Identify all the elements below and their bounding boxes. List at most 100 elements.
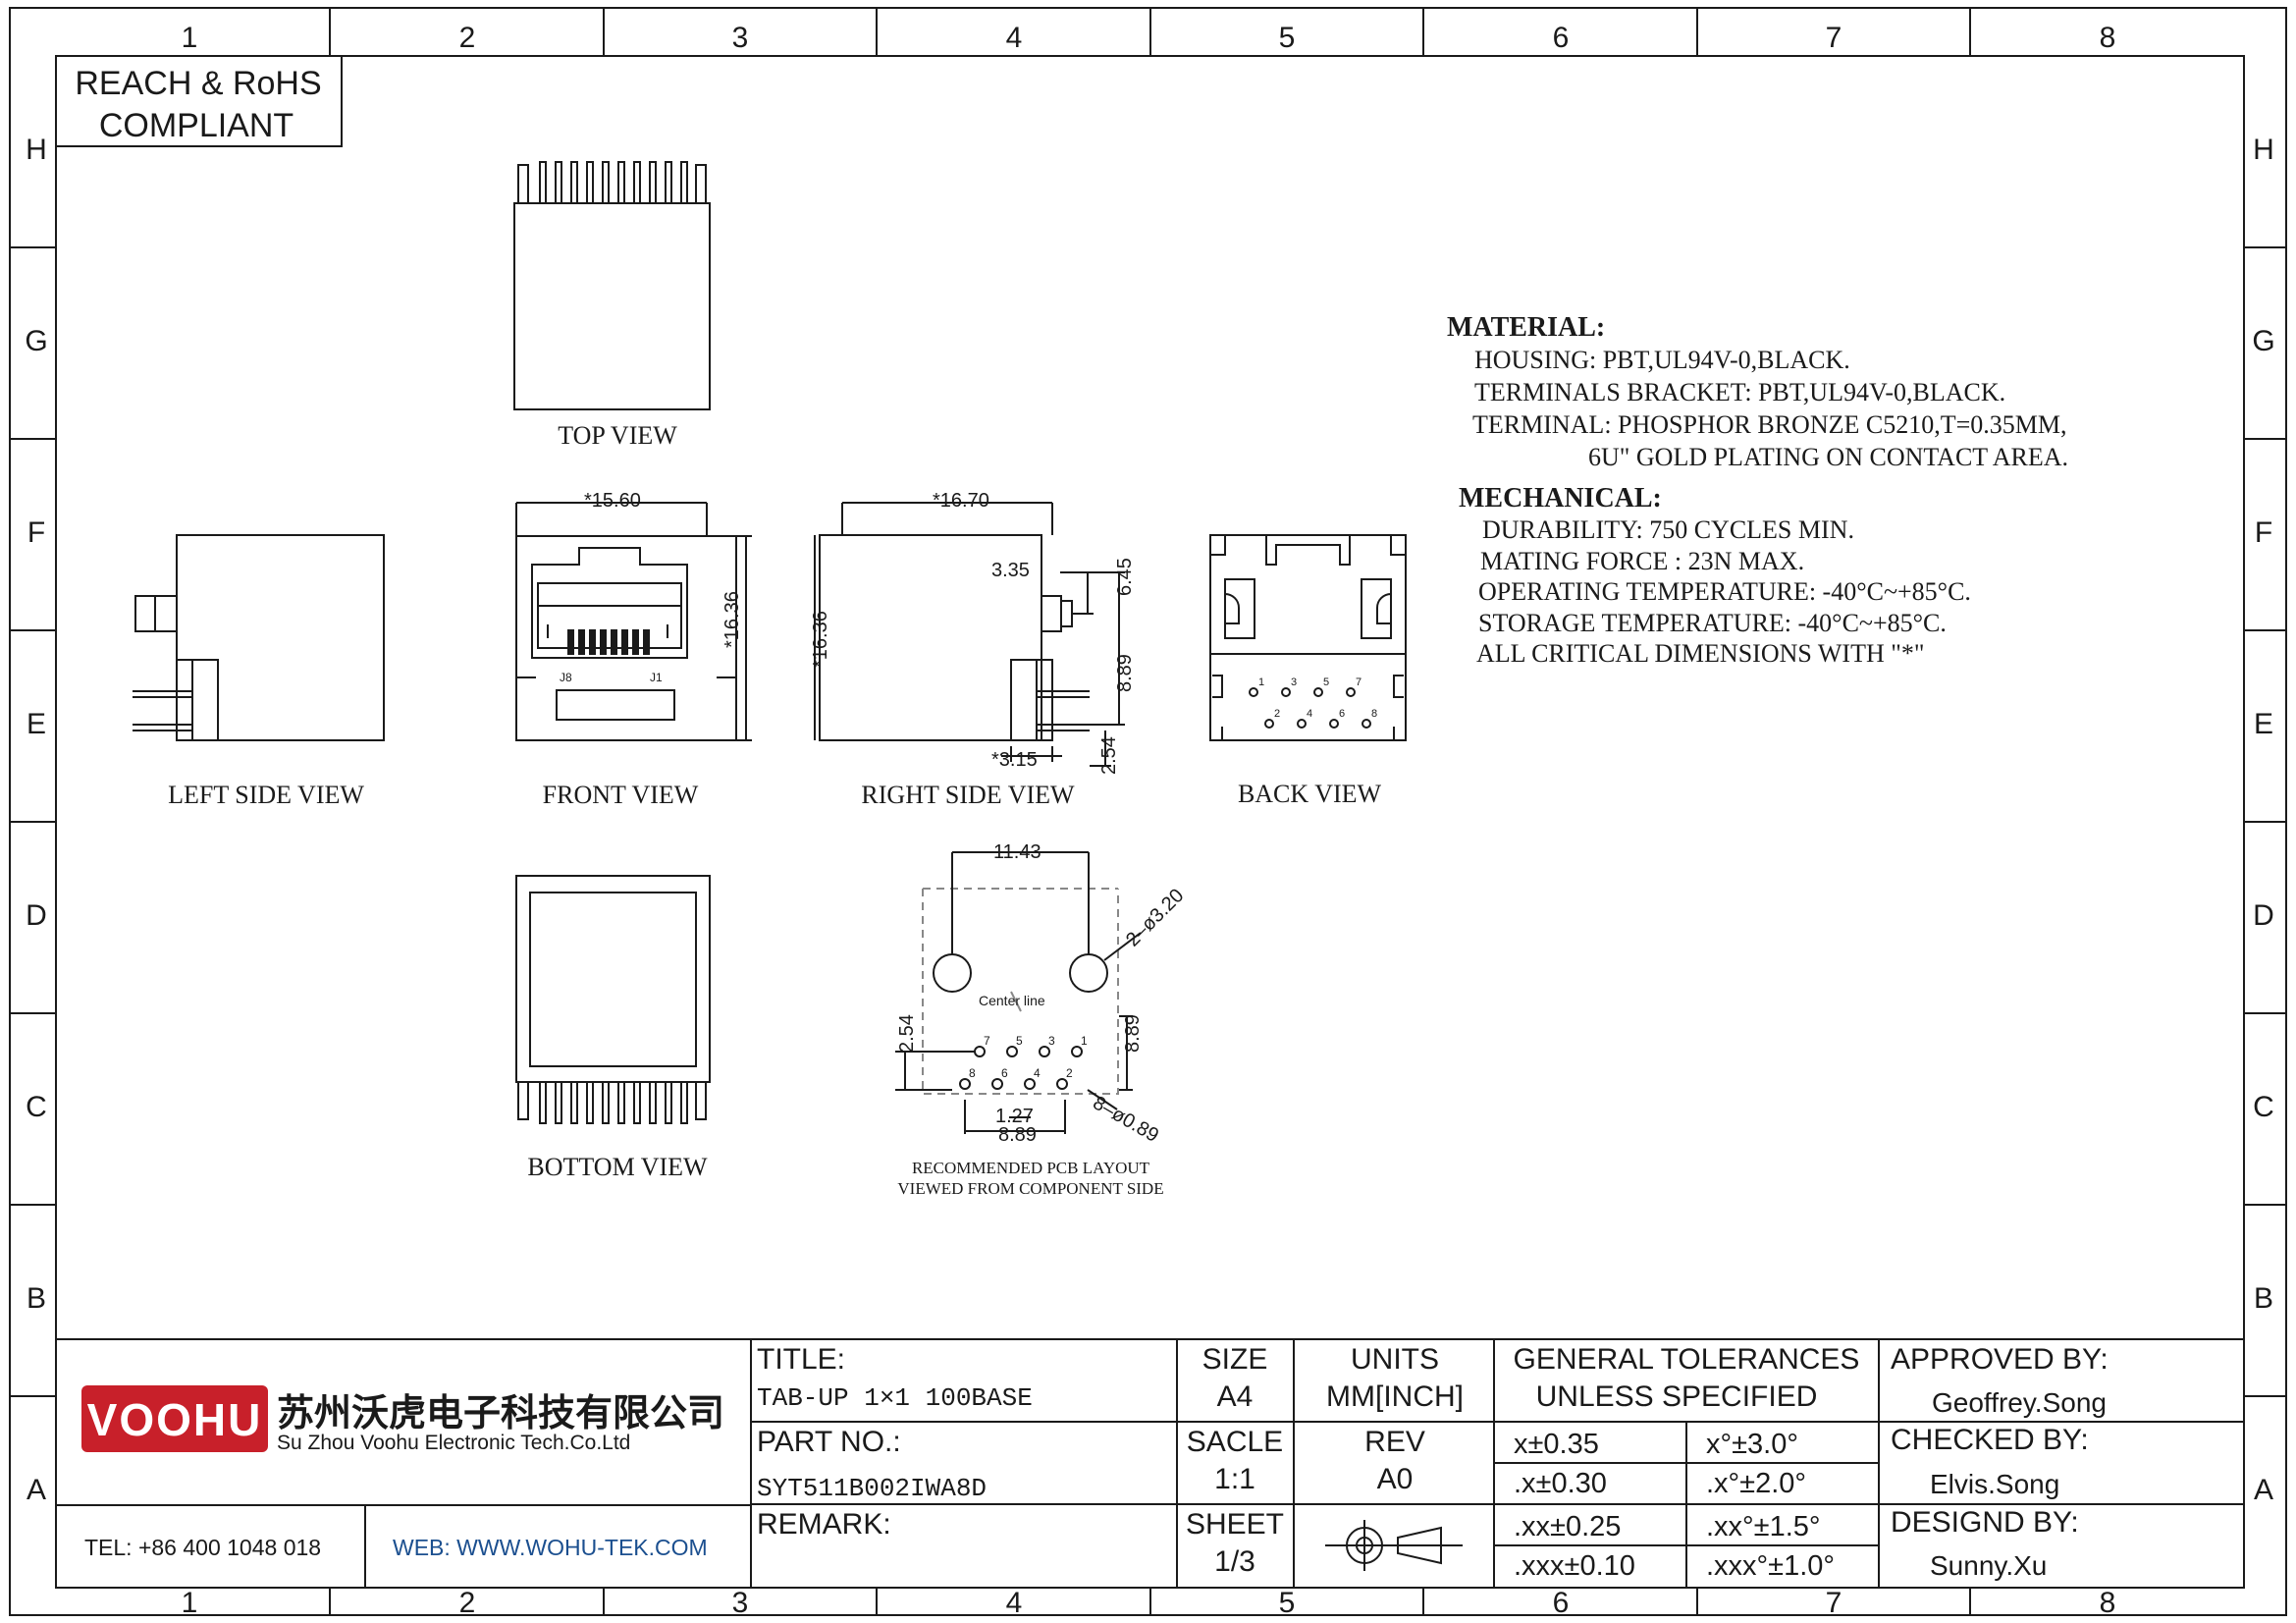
tolerance-angular: .xxx°±1.0° <box>1706 1550 1835 1582</box>
pcb-pin-hole <box>991 1078 1003 1090</box>
front-contact-slots <box>567 629 650 655</box>
dim-pcb-2-54: 2.54 <box>896 1014 918 1053</box>
dim-pcb-pin: 8–ø0.89 <box>1090 1092 1163 1147</box>
pcb-caption-line-1: RECOMMENDED PCB LAYOUT <box>912 1159 1150 1177</box>
right-side-view-label: RIGHT SIDE VIEW <box>861 781 1075 809</box>
outer-frame <box>9 7 2287 1616</box>
pcb-pin-hole <box>959 1078 971 1090</box>
rev-value: A0 <box>1377 1463 1414 1495</box>
dim-pcb-hole: 2–ø3.20 <box>1122 885 1188 950</box>
units-value: MM[INCH] <box>1326 1380 1464 1413</box>
projection-symbol-icon <box>1325 1520 1463 1571</box>
col-label: 3 <box>732 22 749 54</box>
tel-text: TEL: +86 400 1048 018 <box>84 1535 321 1560</box>
col-label-bottom: 8 <box>2100 1587 2116 1619</box>
dim-right-width: *16.70 <box>933 490 989 512</box>
approved-value: Geoffrey.Song <box>1932 1387 2107 1418</box>
col-label-bottom: 1 <box>182 1587 198 1619</box>
back-pin-label: 8 <box>1371 708 1377 720</box>
terminal-pin <box>602 161 610 204</box>
pcb-centerline-label: Center line <box>979 993 1045 1008</box>
front-view-label: FRONT VIEW <box>543 781 699 809</box>
col-label: 8 <box>2100 22 2116 54</box>
terminal-pin <box>649 1081 657 1124</box>
compliance-line-1: REACH & RoHS <box>75 65 321 102</box>
col-label: 4 <box>1006 22 1023 54</box>
pcb-pin-label: 6 <box>1001 1066 1008 1080</box>
part-no-value: SYT511B002IWA8D <box>757 1474 987 1503</box>
contact-slot <box>567 629 574 655</box>
back-pin <box>1313 687 1323 697</box>
size-value: A4 <box>1217 1380 1254 1413</box>
pcb-caption-line-2: VIEWED FROM COMPONENT SIDE <box>897 1179 1163 1198</box>
terminal-pin <box>570 161 578 204</box>
sheet-label: SHEET <box>1186 1508 1284 1541</box>
tolerance-title-1: GENERAL TOLERANCES <box>1514 1343 1860 1376</box>
terminal-pin <box>555 1081 562 1124</box>
scale-label: SACLE <box>1187 1426 1283 1458</box>
back-pin-label: 1 <box>1258 676 1264 688</box>
terminal-pin <box>539 161 547 204</box>
front-j1-label: J1 <box>650 671 663 684</box>
terminal-pin <box>665 1081 672 1124</box>
pcb-pin-label: 8 <box>969 1066 976 1080</box>
col-label-bottom: 7 <box>1826 1587 1842 1619</box>
top-view-drawing <box>513 161 711 410</box>
terminal-pin <box>680 1081 688 1124</box>
title-block-grid <box>56 1338 2244 1588</box>
back-pin <box>1297 719 1307 729</box>
dim-8-89-side: 8.89 <box>1114 654 1136 692</box>
dim-6-45: 6.45 <box>1114 558 1136 596</box>
website-link[interactable]: WEB: WWW.WOHU-TEK.COM <box>393 1535 708 1560</box>
material-line: HOUSING: PBT,UL94V-0,BLACK. <box>1474 346 1850 374</box>
compliance-box <box>55 55 343 147</box>
col-label: 1 <box>182 22 198 54</box>
row-label: G <box>25 325 47 357</box>
company-logo <box>81 1385 268 1452</box>
company-name-en: Su Zhou Voohu Electronic Tech.Co.Ltd <box>277 1432 630 1454</box>
left-side-view-label: LEFT SIDE VIEW <box>168 781 364 809</box>
contact-slot <box>632 629 639 655</box>
back-view-drawing <box>1209 534 1407 741</box>
row-label: A <box>27 1474 46 1506</box>
tolerance-angular: .xx°±1.5° <box>1706 1511 1820 1542</box>
terminal-pin <box>539 1081 547 1124</box>
pcb-pin-hole <box>1006 1046 1018 1057</box>
terminal-pin <box>617 161 625 204</box>
contact-slot <box>578 629 585 655</box>
front-j8-label: J8 <box>560 671 572 684</box>
dim-pcb-1-27: 1.27 <box>995 1106 1034 1127</box>
pcb-pin-label: 4 <box>1034 1066 1041 1080</box>
size-label: SIZE <box>1202 1343 1268 1376</box>
company-logo-text: VOOHU <box>87 1394 263 1445</box>
dim-front-width: *15.60 <box>584 490 641 512</box>
pcb-pin-label: 2 <box>1066 1066 1073 1080</box>
row-label-right: D <box>2253 899 2274 932</box>
tolerance-linear: .xx±0.25 <box>1514 1511 1621 1542</box>
col-label-bottom: 4 <box>1006 1587 1023 1619</box>
material-line: TERMINAL: PHOSPHOR BRONZE C5210,T=0.35MM… <box>1472 410 2067 439</box>
terminal-pin <box>680 161 688 204</box>
tolerance-linear: x±0.35 <box>1514 1429 1599 1460</box>
pcb-pin-hole <box>1024 1078 1036 1090</box>
pcb-pin-label: 7 <box>984 1034 990 1048</box>
dim-pcb-8-89-h: 8.89 <box>998 1124 1037 1146</box>
checked-value: Elvis.Song <box>1930 1469 2059 1499</box>
pcb-pin-hole <box>1056 1078 1068 1090</box>
tolerance-title-2: UNLESS SPECIFIED <box>1536 1380 1818 1413</box>
pcb-pin-label: 3 <box>1048 1034 1055 1048</box>
terminal-pin <box>633 161 641 204</box>
dim-2-54-side: 2.54 <box>1098 736 1120 775</box>
terminal-pin <box>649 161 657 204</box>
contact-slot <box>589 629 596 655</box>
back-pin-label: 6 <box>1339 708 1345 720</box>
back-pin-label: 5 <box>1323 676 1329 688</box>
terminal-pin <box>555 161 562 204</box>
row-label-right: F <box>2255 516 2272 549</box>
material-line: TERMINALS BRACKET: PBT,UL94V-0,BLACK. <box>1474 378 2005 406</box>
back-pin-label: 4 <box>1307 708 1312 720</box>
col-label: 2 <box>459 22 476 54</box>
